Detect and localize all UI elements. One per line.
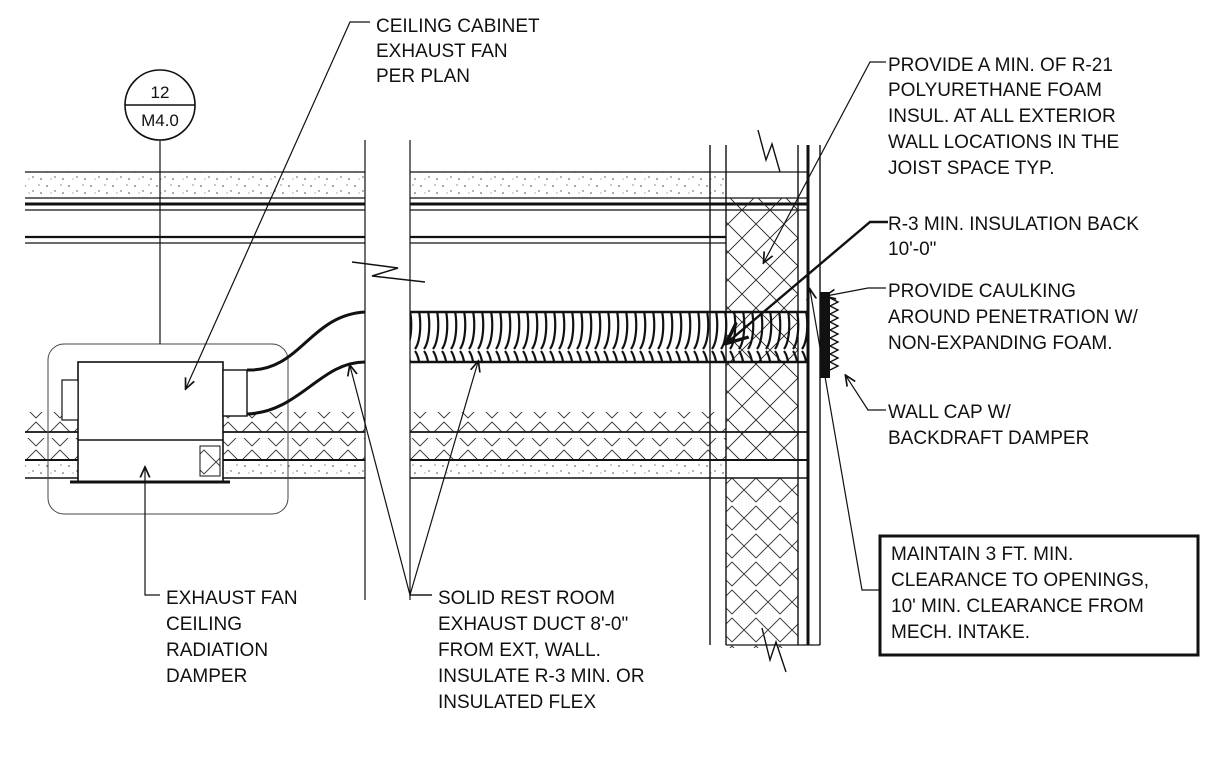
exterior-wall (709, 145, 821, 648)
exhaust-fan (47, 343, 289, 515)
callout-insulation-back: R-3 MIN. INSULATION BACK 10'-0" (888, 214, 1144, 260)
callout-exhaust-duct: SOLID REST ROOM EXHAUST DUCT 8'-0" FROM … (438, 588, 650, 713)
callout-foam-insulation: PROVIDE A MIN. OF R-21 POLYURETHANE FOAM… (888, 55, 1125, 179)
sheet-number: M4.0 (141, 111, 179, 130)
flex-duct (246, 310, 366, 416)
callout-wall-cap: WALL CAP W/ BACKDRAFT DAMPER (888, 402, 1089, 449)
section-number: 12 (151, 83, 170, 102)
wall-cap (820, 292, 840, 378)
section-tag: 12 M4.0 (124, 69, 196, 344)
callout-ceiling-fan: CEILING CABINET EXHAUST FAN PER PLAN (376, 16, 545, 87)
leader-lines (145, 21, 888, 596)
clearance-note-box: MAINTAIN 3 FT. MIN. CLEARANCE TO OPENING… (878, 534, 1200, 657)
break-lines (351, 129, 787, 673)
insulated-duct (410, 310, 808, 364)
clearance-note: MAINTAIN 3 FT. MIN. CLEARANCE TO OPENING… (891, 544, 1154, 643)
floor-assembly (25, 171, 808, 244)
callout-radiation-damper: EXHAUST FAN CEILING RADIATION DAMPER (166, 588, 303, 687)
callout-caulking: PROVIDE CAULKING AROUND PENETRATION W/ N… (888, 281, 1143, 354)
